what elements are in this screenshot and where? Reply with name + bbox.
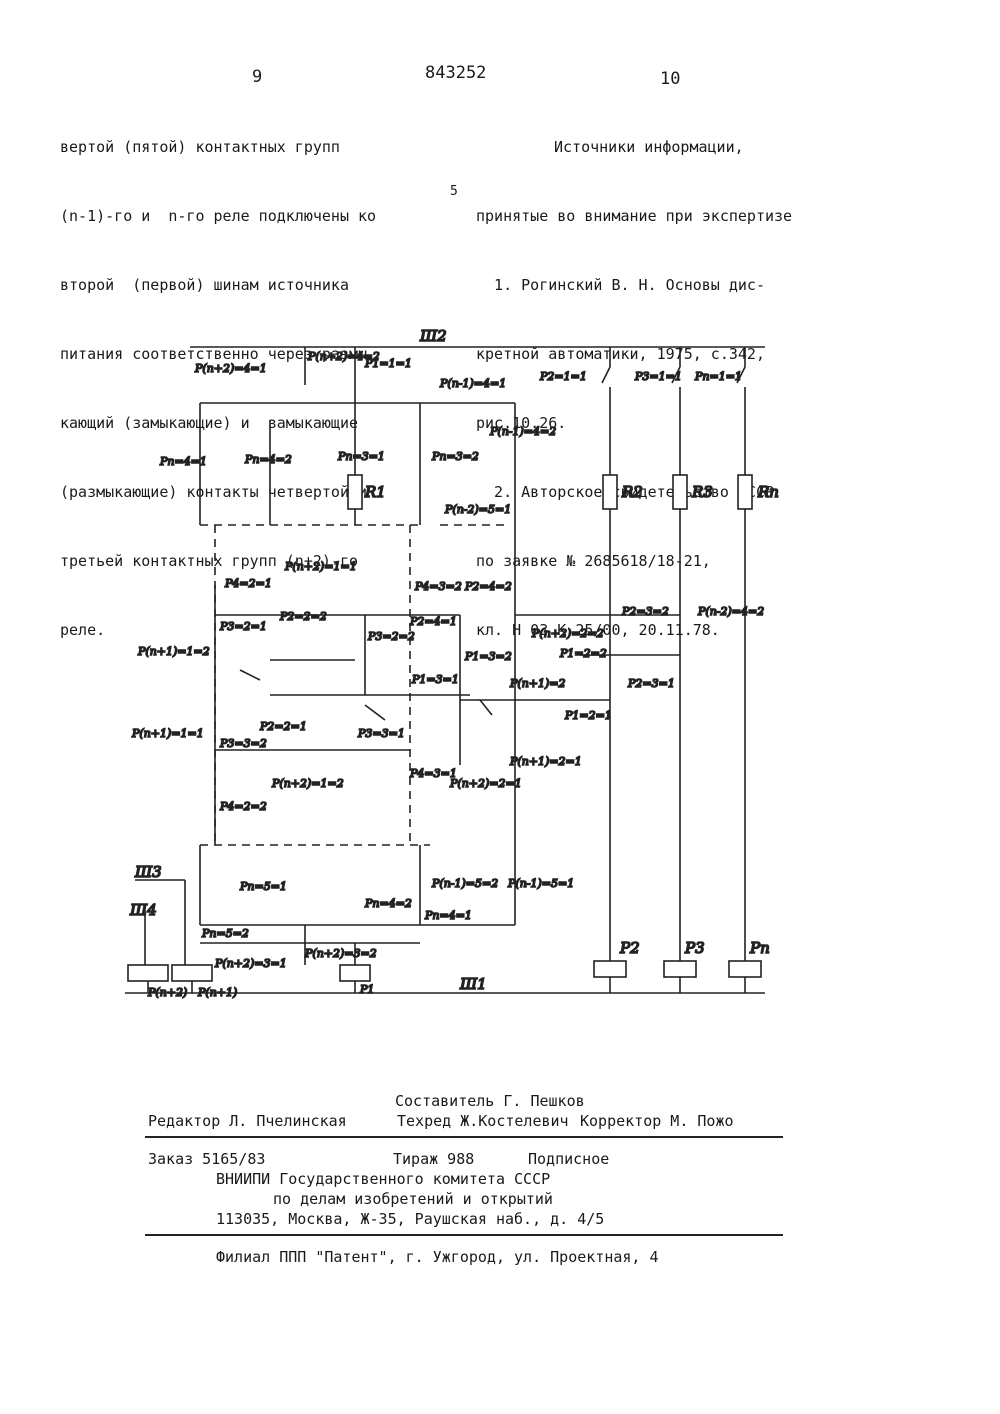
contact-label: P(n+2)=2=1: [449, 777, 522, 790]
contact-label: P3=2=2: [367, 630, 415, 643]
contact-label: P1=2=2: [559, 647, 607, 660]
contact-label: Pn=4=1: [159, 455, 207, 468]
contact-label: P(n-1)=5=1: [507, 877, 574, 890]
patent-number: 843252: [425, 62, 486, 85]
branch-p2: [594, 347, 626, 993]
contact-label: Pn=5=1: [239, 880, 287, 893]
divider: [145, 1136, 783, 1138]
contact-label: P1=3=1: [411, 673, 459, 686]
contact-label: P1=1=1: [364, 357, 412, 370]
contact-label: Pn=3=1: [337, 450, 385, 463]
techred: Техред Ж.Костелевич: [397, 1110, 569, 1133]
page-number-left: 9: [252, 66, 262, 89]
address: 113035, Москва, Ж-35, Раушская наб., д. …: [216, 1208, 604, 1231]
contact-label: P(n+1)=2: [509, 677, 566, 690]
contact-label: P2=4=1: [409, 615, 457, 628]
contact-label: P1=3=2: [464, 650, 512, 663]
editor: Редактор Л. Пчелинская: [148, 1110, 347, 1133]
contact-label: P2=2=1: [259, 720, 307, 733]
contact-label: P4=2=1: [224, 577, 272, 590]
label-coil-pn1: P(n+1): [197, 986, 237, 999]
margin-line-number: 5: [450, 180, 458, 203]
text-line: второй (первой) шинам источника: [60, 274, 376, 297]
references-subheading: принятые во внимание при экспертизе: [476, 205, 792, 228]
contact-label: P4=2=2: [219, 800, 267, 813]
references-heading: Источники информации,: [476, 136, 792, 159]
contact-label: P(n-1)=4=2: [489, 425, 556, 438]
label-bus-w4: Ш4: [129, 901, 157, 919]
label-coil-p2: P2: [619, 939, 640, 957]
contact-label: P(n+2)=3=1: [214, 957, 287, 970]
reference-line: 1. Рогинский В. Н. Основы дис-: [476, 274, 792, 297]
contact-label: P3=3=2: [219, 737, 267, 750]
contact-label: P2=2=2: [279, 610, 327, 623]
label-r3: R3: [691, 483, 713, 501]
corrector: Корректор М. Пожо: [580, 1110, 734, 1133]
contact-label: P(n+1)=2=1: [509, 755, 582, 768]
contact-label: Pn=3=2: [431, 450, 479, 463]
contact-label: P(n+2)=4=1: [194, 362, 267, 375]
contact-label: P2=4=2: [464, 580, 512, 593]
contact-label: P(n-2)=4=2: [697, 605, 764, 618]
label-coil-pn2: P(n+2): [147, 986, 187, 999]
contact-label: P(n-2)=5=1: [444, 503, 511, 516]
contact-label: P3=2=1: [219, 620, 267, 633]
contact-label: P2=3=1: [627, 677, 675, 690]
contact-label: Pn=4=2: [364, 897, 412, 910]
label-coil-p1: P1: [359, 983, 374, 996]
contact-label: P2=1=1: [539, 370, 587, 383]
contact-label: P3=3=1: [357, 727, 405, 740]
label-r1: R1: [364, 483, 386, 501]
label-bus-w3: Ш3: [134, 863, 162, 881]
contact-label: P(n+2)=1=2: [271, 777, 344, 790]
contact-label: P(n+1)=1=2: [137, 645, 210, 658]
contact-label: Pn=4=1: [424, 909, 472, 922]
contact-label: P(n+2)=1=1: [284, 560, 357, 573]
contact-label: P3=1=1: [634, 370, 682, 383]
contact-label: Pn=5=2: [201, 927, 249, 940]
contact-label: P2=3=2: [621, 605, 669, 618]
page-number-right: 10: [660, 68, 680, 91]
contact-label: P1=2=1: [564, 709, 612, 722]
text-line: (n-1)-го и n-го реле подключены ко: [60, 205, 376, 228]
contact-label: P(n-1)=5=2: [431, 877, 498, 890]
contact-label: P(n+1)=1=1: [131, 727, 204, 740]
branch-p3: [664, 347, 696, 993]
label-coil-p3: P3: [684, 939, 705, 957]
contact-label: P(n-1)=4=1: [439, 377, 506, 390]
contact-label: P(n+2)=3=2: [304, 947, 377, 960]
label-bus-w1: Ш1: [459, 975, 487, 993]
label-rn: Rn: [757, 483, 779, 501]
contact-label: Pn=4=2: [244, 453, 292, 466]
text-line: вертой (пятой) контактных групп: [60, 136, 376, 159]
branch-pn: [729, 347, 761, 993]
label-r2: R2: [621, 483, 643, 501]
contact-label: P(n+2)=2=2: [531, 627, 604, 640]
contact-label: P4=3=2: [414, 580, 462, 593]
branch: Филиал ППП "Патент", г. Ужгород, ул. Про…: [216, 1246, 659, 1269]
divider: [145, 1234, 783, 1236]
relay-circuit-diagram: Ш2 Ш1 Ш3 Ш4 R1 R2 R3 Rn P2 P3 Pn P1 P(n+…: [120, 325, 780, 1015]
contact-label: Pn=1=1: [694, 370, 742, 383]
label-bus-w2: Ш2: [419, 327, 447, 345]
label-coil-pn: Pn: [749, 939, 770, 957]
